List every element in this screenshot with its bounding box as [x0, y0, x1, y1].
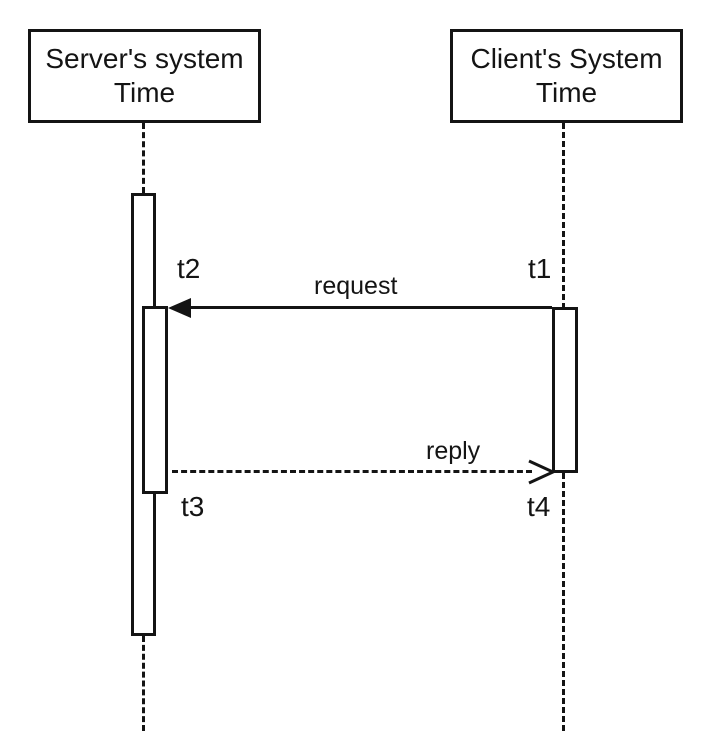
client-lifeline-header: Client's System Time	[450, 29, 683, 123]
request-arrowhead-icon	[168, 298, 191, 318]
server-lifeline-dashed-top	[142, 123, 145, 193]
reply-open-arrowhead-icon	[528, 459, 556, 485]
reply-message-label: reply	[426, 437, 481, 465]
request-message-line	[186, 306, 552, 309]
reply-message-line	[172, 470, 532, 473]
client-lifeline-dashed-bottom	[562, 473, 565, 731]
server-lifeline-dashed-bottom	[142, 636, 145, 731]
request-message-label: request	[314, 272, 398, 300]
server-activation-bar-nested	[142, 306, 168, 494]
client-lifeline-dashed-top	[562, 123, 565, 309]
server-lifeline-header: Server's system Time	[28, 29, 261, 123]
client-activation-bar	[552, 307, 578, 473]
timestamp-t1: t1	[528, 253, 552, 284]
timestamp-t3: t3	[181, 491, 205, 522]
timestamp-t2: t2	[177, 253, 201, 284]
timestamp-t4: t4	[527, 491, 551, 522]
